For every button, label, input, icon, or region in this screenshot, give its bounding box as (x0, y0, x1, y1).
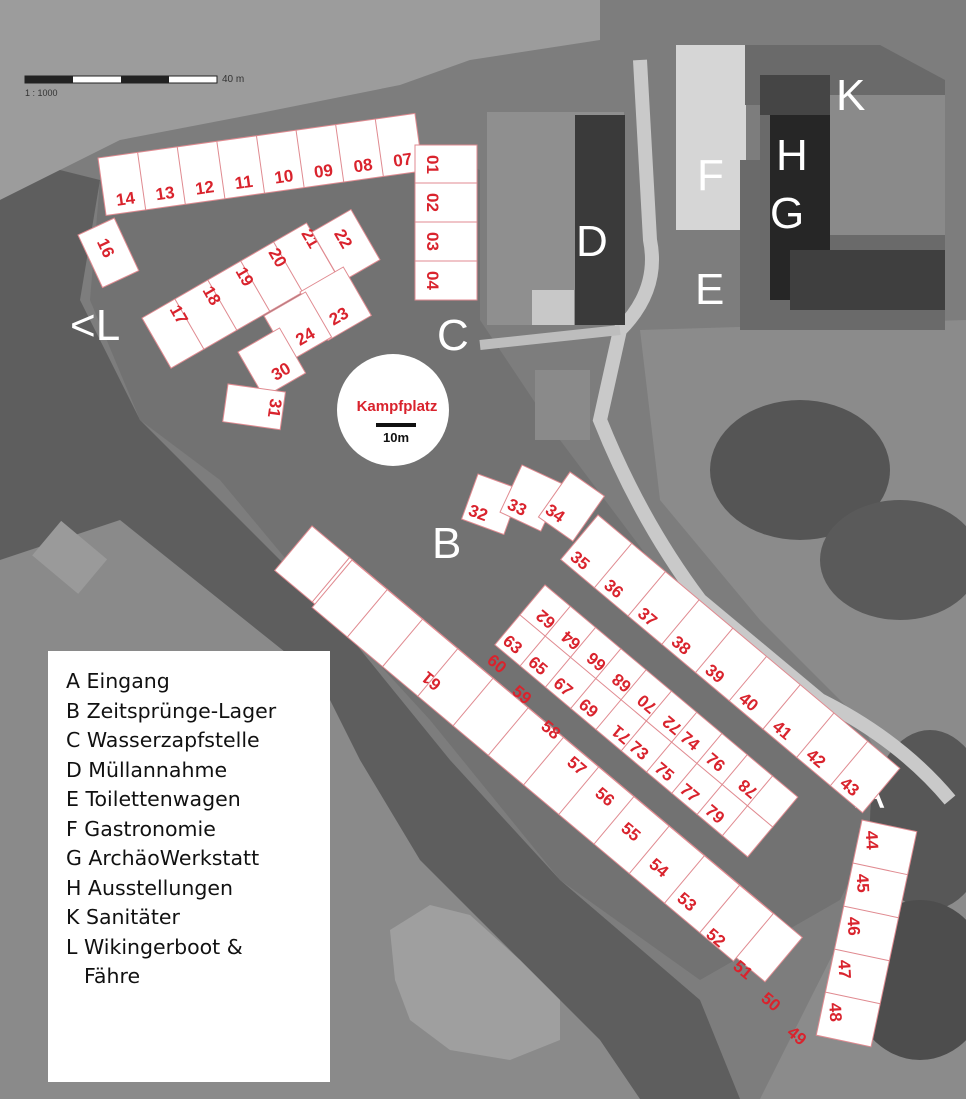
plot-07: 08 (352, 155, 373, 176)
letter-C: C (437, 311, 469, 360)
legend-item-C: C Wasserzapfstelle (66, 728, 260, 752)
scale-label: 40 m (222, 74, 244, 85)
plot-11: 12 (194, 177, 215, 198)
letter-L: <L (70, 301, 120, 350)
plot-06: 07 (392, 149, 413, 170)
pond (390, 905, 560, 1060)
plot-10: 11 (234, 172, 254, 193)
plot-44: 46 (843, 916, 863, 936)
legend-item-F: F Gastronomie (66, 816, 216, 841)
legend-item-A: A Eingang (66, 669, 170, 693)
plot-43: 45 (853, 873, 873, 893)
letter-E: E (695, 265, 724, 314)
building-letters: K H G F D E C B A <L (70, 71, 885, 818)
letter-B: B (432, 519, 461, 568)
access-road (592, 59, 956, 805)
letter-H: H (776, 131, 808, 180)
tree-cluster (820, 500, 966, 620)
plot-01: 01 (423, 155, 442, 174)
legend-item-B: B Zeitsprünge-Lager (66, 698, 277, 723)
legend-item-H: H Ausstellungen (66, 875, 233, 900)
letter-K: K (836, 71, 865, 120)
letter-D: D (576, 217, 608, 266)
plot-46: 48 (825, 1002, 845, 1022)
plot-09: 10 (273, 166, 294, 187)
plot-02: 02 (423, 193, 442, 212)
lake-water (0, 0, 600, 200)
legend-item-G: G ArchäoWerkstatt (66, 846, 260, 870)
plot-12: 13 (154, 183, 175, 204)
legend-item-L-continued: Fähre (84, 964, 141, 988)
legend-item-D: D Müllannahme (66, 757, 228, 782)
letter-F: F (697, 151, 724, 200)
plot-04: 04 (423, 271, 442, 290)
arena-scale-label: 10m (383, 430, 409, 445)
side-road (479, 325, 621, 350)
scale-bar: 40 m 1 : 1000 (24, 74, 244, 98)
plot-13: 14 (115, 188, 137, 210)
plot-45: 47 (834, 959, 854, 979)
plot-03: 03 (423, 232, 442, 251)
tree-cluster (710, 400, 890, 540)
arena-kampfplatz: Kampfplatz 10m (337, 354, 449, 466)
plot-42: 44 (862, 830, 882, 850)
arena-label: Kampfplatz (357, 398, 438, 415)
plot-08: 09 (313, 161, 334, 182)
yard-F (676, 45, 746, 230)
legend-item-K: K Sanitäter (66, 905, 180, 929)
legend-item-L: L Wikingerboot & (66, 934, 243, 959)
plot-24: 31 (264, 397, 285, 418)
legend-item-E: E Toilettenwagen (66, 787, 241, 811)
map-legend: A Eingang B Zeitsprünge-Lager C Wasserza… (48, 651, 330, 1082)
letter-G: G (770, 189, 804, 238)
scale-ratio: 1 : 1000 (25, 88, 58, 98)
